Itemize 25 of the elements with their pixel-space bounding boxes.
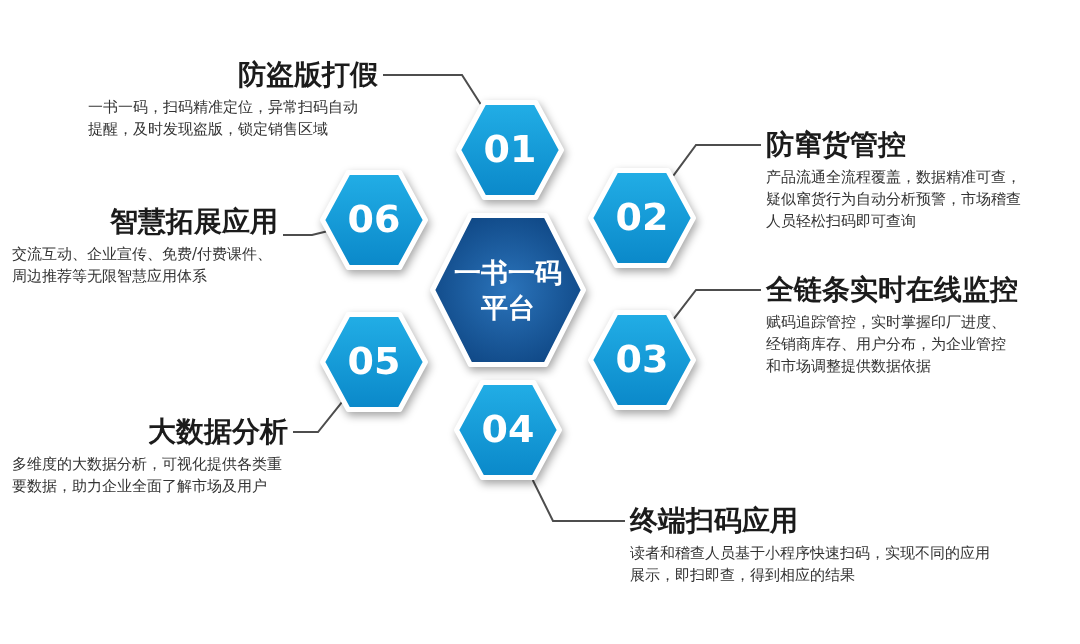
step-number: 06 [347,199,401,241]
leader-line [672,144,762,177]
step-number: 01 [483,129,537,171]
leader-line [292,401,343,433]
feature-title: 终端扫码应用 [630,504,799,538]
leader-line [382,74,482,106]
feature-description: 交流互动、企业宣传、免费/付费课件、周边推荐等无限智慧应用体系 [12,244,274,287]
leader-line [672,289,762,320]
step-number: 04 [481,409,535,451]
feature-description: 多维度的大数据分析，可视化提供各类重要数据，助力企业全面了解市场及用户 [12,454,283,497]
feature-description: 赋码追踪管控，实时掌握印厂进度、经销商库存、用户分布，为企业管控和市场调整提供数据依据 [766,312,1007,377]
feature-title: 防窜货管控 [766,128,907,162]
feature-description: 产品流通全流程覆盖，数据精准可查，疑似窜货行为自动分析预警，市场稽查人员轻松扫码即可查询 [766,167,1022,232]
step-number: 05 [347,341,401,383]
step-number: 02 [615,197,669,239]
step-number: 03 [615,339,669,381]
leader-line [282,230,328,236]
feature-title: 全链条实时在线监控 [766,273,1019,307]
feature-title: 大数据分析 [147,415,288,449]
feature-title: 防盗版打假 [237,58,378,92]
leader-line [531,479,626,522]
feature-title: 智慧拓展应用 [109,205,278,239]
platform-title: 一书一码平台 [453,255,563,325]
feature-description: 一书一码，扫码精准定位，异常扫码自动提醒，及时发现盗版，锁定销售区域 [88,97,359,140]
feature-description: 读者和稽查人员基于小程序快速扫码，实现不同的应用展示，即扫即查，得到相应的结果 [630,543,991,586]
